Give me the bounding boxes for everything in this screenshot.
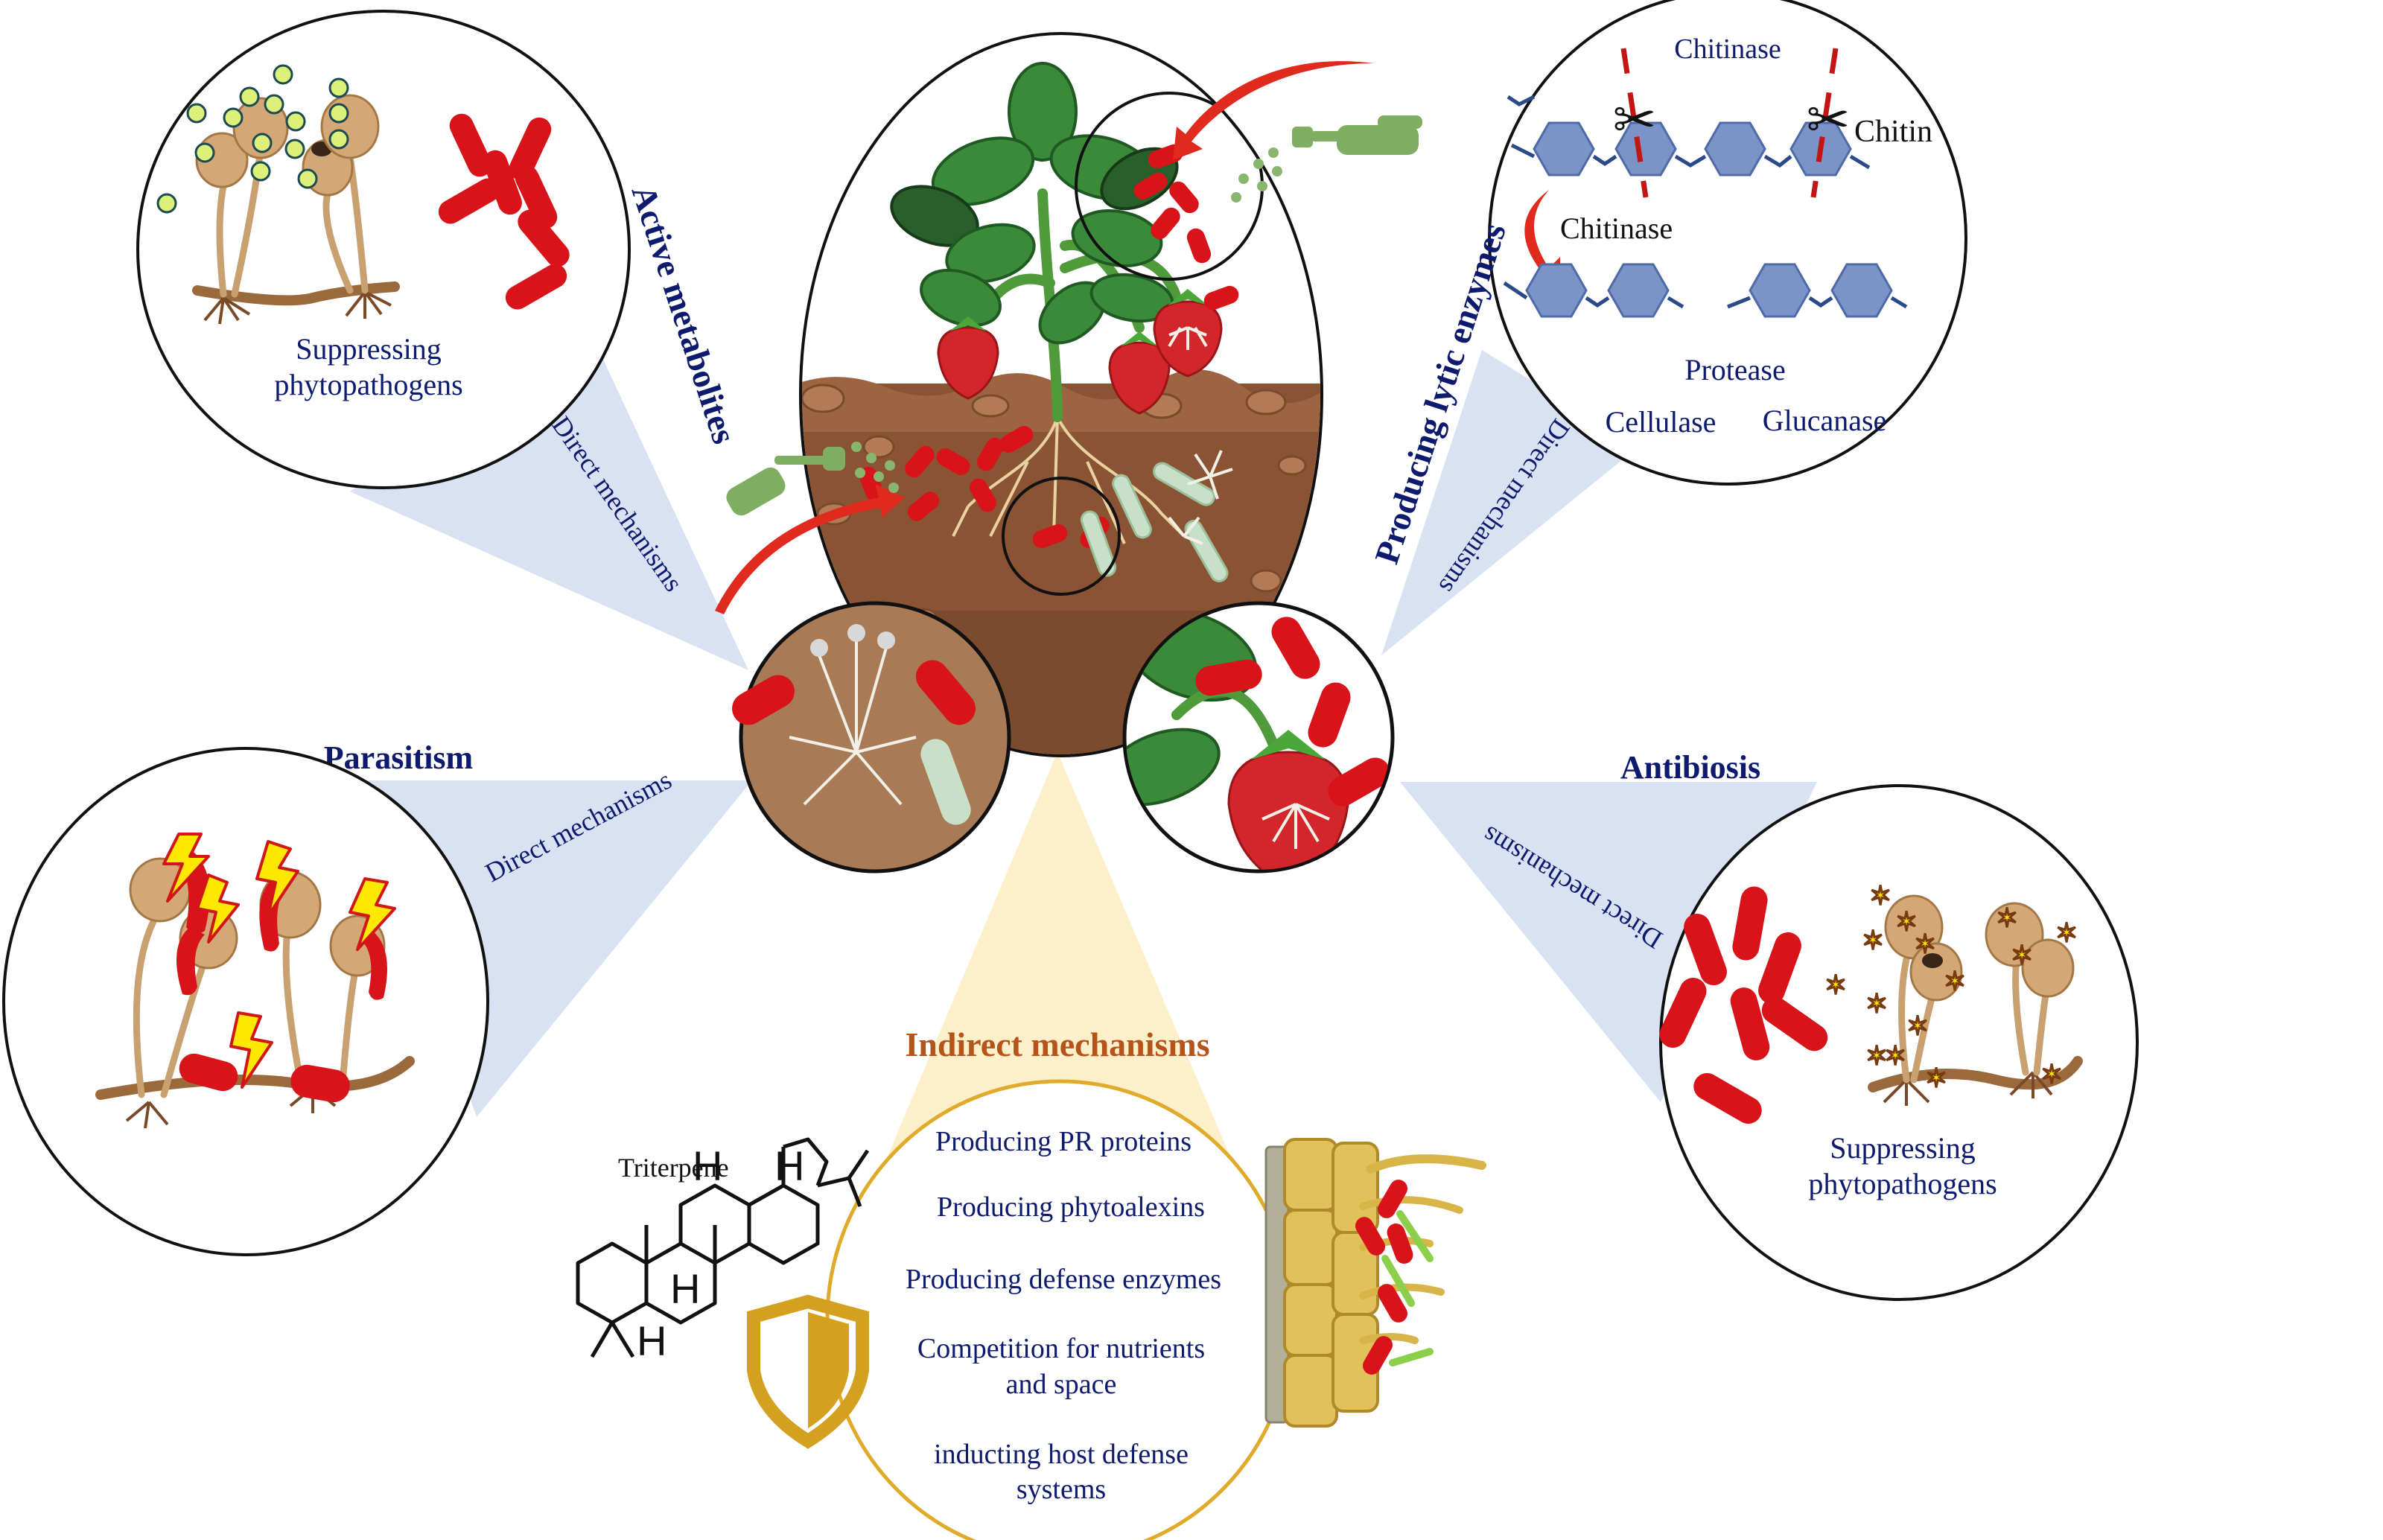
caption-phytopathogens: phytopathogens (1808, 1167, 1997, 1200)
cone-antibiosis (1400, 782, 1817, 1102)
spray-application-top (1173, 61, 1422, 203)
panel-active-metabolites: Suppressing phytopathogens (136, 10, 631, 489)
red-arrow-cleave (1524, 190, 1560, 287)
label-chitinase-top: Chitinase (1674, 34, 1781, 65)
svg-text:✶: ✶ (2011, 941, 2033, 971)
zoom-detail-root (732, 601, 1011, 874)
label-cellulase: Cellulase (1606, 405, 1717, 439)
plant-roots (952, 416, 1186, 544)
sporangium (320, 94, 380, 159)
title-antibiosis: Antibiosis (1620, 749, 1760, 786)
svg-text:✶: ✶ (1824, 970, 1847, 1001)
zoom-detail-fruit (1122, 601, 1395, 874)
svg-text:✶: ✶ (1906, 1011, 1929, 1042)
star-icons: ✶✶ ✶✶ ✶✶ ✶✶ ✶✶ ✶✶ ✶✶ ✶ (1824, 880, 2079, 1095)
triterpene-molecule: Triterpene H H H H (576, 1137, 870, 1364)
h-label: H (637, 1317, 666, 1364)
spray-mist-left (851, 442, 899, 493)
indirect-item-host-defense-2: systems (1016, 1474, 1106, 1505)
svg-text:✶: ✶ (1914, 929, 1936, 960)
cut-line (1620, 48, 1649, 198)
label-triterpene: Triterpene (618, 1153, 729, 1183)
h-label: H (670, 1265, 700, 1312)
svg-text:✶: ✶ (1884, 1041, 1906, 1072)
circle-lytic-enzymes (1488, 0, 1967, 486)
svg-text:✶: ✶ (1944, 967, 1966, 997)
shield-icon (747, 1294, 869, 1449)
pathogen-larvae (1080, 462, 1229, 582)
red-arrow-top (1173, 61, 1374, 160)
indirect-item-competition: Competition for nutrients (917, 1333, 1205, 1364)
label-active-metabolites: Active metabolites (624, 180, 743, 448)
pebbles (802, 384, 1307, 629)
svg-text:✶: ✶ (1865, 989, 1888, 1019)
indirect-item-host-defense: inducting host defense (934, 1439, 1189, 1470)
spray-mist-top (1231, 147, 1282, 203)
panel-antibiosis: ✶✶ ✶✶ ✶✶ ✶✶ ✶✶ ✶✶ ✶✶ ✶ Suppressing phyto… (1659, 784, 2139, 1301)
indirect-item-competition-2: and space (1006, 1369, 1117, 1400)
svg-text:✶: ✶ (1869, 881, 1892, 911)
spray-application-left (715, 442, 905, 614)
caption-suppressing: Suppressing (1830, 1131, 1976, 1165)
scissors-icon: ✂ (1613, 89, 1657, 150)
circle-parasitism (2, 747, 489, 1256)
zoom-ring-root (1002, 477, 1121, 596)
cut-line (1810, 48, 1839, 198)
spray-hand-icon-left (726, 447, 845, 516)
label-glucanase: Glucanase (1763, 404, 1887, 437)
title-indirect-mechanisms: Indirect mechanisms (905, 1025, 1209, 1063)
bacteria-cluster (1659, 886, 1828, 1124)
chitin-fragments (1503, 263, 1908, 318)
svg-text:✶: ✶ (1996, 903, 2018, 934)
svg-text:✶: ✶ (2040, 1060, 2063, 1090)
lightning-bolt-icons (162, 833, 396, 1089)
roots (203, 290, 392, 325)
bacteria-cluster (438, 113, 570, 310)
red-arrow-left (715, 484, 905, 614)
indirect-item-pr-proteins: Producing PR proteins (935, 1126, 1192, 1157)
cone-active-metabolites (350, 328, 748, 670)
svg-text:✶: ✶ (1862, 926, 1884, 956)
title-parasitism: Parasitism (324, 739, 473, 776)
h-label: H (774, 1142, 804, 1189)
indirect-item-phytoalexins: Producing phytoalexins (937, 1191, 1205, 1223)
bacteria-on-plant (859, 144, 1239, 549)
svg-text:✶: ✶ (1925, 1063, 1947, 1094)
svg-text:✶: ✶ (2055, 918, 2078, 949)
svg-text:✶: ✶ (1865, 1041, 1888, 1072)
soil-mycelium (1168, 450, 1233, 545)
panel-lytic-enzymes: Chitinase ✂ ✂ Chitin Chitinase Protease … (1488, 0, 1967, 486)
metabolite-particles (156, 64, 349, 214)
panel-parasitism (2, 747, 489, 1256)
root-tissue-illustration (1264, 1138, 1486, 1428)
h-label: H (693, 1142, 722, 1189)
label-chitinase-arrow: Chitinase (1560, 211, 1673, 245)
indirect-item-defense-enzymes: Producing defense enzymes (906, 1264, 1221, 1295)
label-chitin: Chitin (1854, 115, 1932, 149)
spray-hand-icon-top (1292, 115, 1422, 155)
label-protease: Protease (1684, 353, 1786, 386)
svg-text:✶: ✶ (1895, 907, 1918, 938)
chitin-chain-top (1510, 121, 1871, 176)
caption-suppressing: Suppressing (296, 332, 442, 366)
scissors-icon: ✂ (1807, 89, 1851, 150)
caption-phytopathogens: phytopathogens (274, 368, 462, 401)
panel-indirect: Indirect mechanisms Triterpene H H H H (576, 1025, 1486, 1540)
strawberries (937, 289, 1223, 415)
